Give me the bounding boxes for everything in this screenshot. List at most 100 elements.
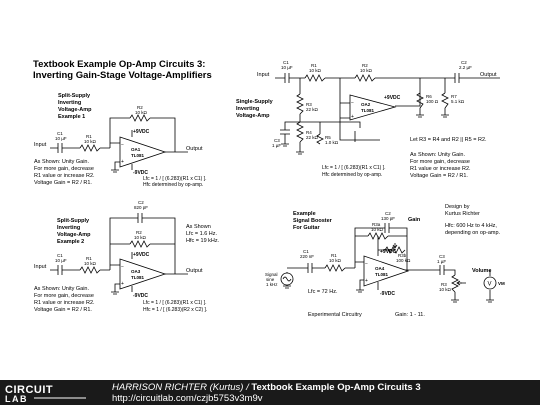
svg-text:Single-Supply Inverting: Single-Supply Inverting Voltage-Amp [236, 99, 274, 119]
svg-text:Output: Output [186, 268, 203, 274]
circuitlab-logo: CIRCUIT LAB [5, 384, 86, 403]
svg-text:10 kΩ: 10 kΩ [371, 227, 384, 232]
circuit-2: Single-Supply Inverting Voltage-Amp − + … [236, 60, 500, 179]
svg-text:TL081: TL081 [361, 108, 375, 113]
svg-text:−: − [365, 261, 368, 267]
svg-text:CIRCUIT: CIRCUIT [5, 384, 53, 396]
svg-text:Input: Input [257, 72, 270, 78]
schematic-canvas: Textbook Example Op-Amp Circuits 3: Inve… [33, 59, 505, 318]
svg-text:100 kΩ: 100 kΩ [396, 258, 411, 263]
svg-text:−: − [121, 142, 124, 148]
circuit-1-name: Example 1 [58, 114, 85, 120]
circuit-1-name: Voltage-Amp [58, 107, 92, 113]
svg-text:C1: C1 [57, 253, 63, 258]
title-line-2: Inverting Gain-Stage Voltage-Amplifiers [33, 70, 212, 81]
svg-text:R3: R3 [441, 282, 447, 287]
circuit-1-name: Inverting [58, 100, 81, 106]
svg-text:−: − [121, 264, 124, 270]
svg-text:R3b: R3b [398, 253, 407, 258]
svg-text:As Shown: Unity Gain. Fo: As Shown: Unity Gain. For more gain, dec… [34, 286, 96, 313]
footer-circuit-title[interactable]: Textbook Example Op-Amp Circuits 3 [251, 382, 421, 393]
svg-text:As Shown: Unity Gain. Fo: As Shown: Unity Gain. For more gain, dec… [34, 159, 96, 186]
svg-text:+: + [121, 281, 124, 287]
circuit-1: Split-Supply Inverting Voltage-Amp Examp… [34, 93, 207, 188]
svg-text:+: + [121, 159, 124, 165]
svg-text:OA4: OA4 [375, 266, 385, 271]
svg-text:+9VDC: +9VDC [380, 249, 397, 255]
c1-input-label: Input [34, 142, 47, 148]
svg-text:Signal sine 1 kHz: Signal sine 1 kHz [265, 272, 279, 287]
svg-text:TL081: TL081 [375, 272, 389, 277]
footer-bar: CIRCUIT LAB HARRISON RICHTER (Kurtus) / … [0, 380, 540, 405]
svg-text:100 Ω: 100 Ω [426, 99, 439, 104]
svg-text:R5: R5 [325, 135, 331, 140]
svg-text:+9VDC: +9VDC [133, 252, 150, 258]
svg-text:R7: R7 [451, 94, 457, 99]
svg-text:VM: VM [498, 281, 505, 286]
opamp-oa1 [119, 136, 167, 168]
svg-text:Design by Kurtus Richter: Design by Kurtus Richter [445, 204, 480, 217]
svg-text:5.1 kΩ: 5.1 kΩ [451, 99, 465, 104]
svg-text:R4: R4 [306, 130, 312, 135]
svg-text:R2: R2 [362, 63, 368, 68]
svg-text:22 kΩ: 22 kΩ [306, 107, 319, 112]
svg-text:R6: R6 [426, 94, 432, 99]
footer-author-line: HARRISON RICHTER (Kurtus) / Textbook Exa… [112, 382, 421, 393]
svg-text:10 kΩ: 10 kΩ [329, 258, 342, 263]
svg-text:820 pF: 820 pF [134, 205, 148, 210]
svg-text:R2: R2 [136, 230, 142, 235]
footer-author: HARRISON RICHTER (Kurtus) / [112, 382, 249, 393]
svg-text:10 kΩ: 10 kΩ [309, 68, 322, 73]
svg-text:LAB: LAB [5, 394, 28, 403]
svg-text:10 µF: 10 µF [55, 136, 67, 141]
svg-text:C2: C2 [385, 211, 391, 216]
svg-text:10 kΩ: 10 kΩ [84, 139, 97, 144]
svg-text:As Shown: Unity Gain. Fo: As Shown: Unity Gain. For more gain, dec… [410, 152, 472, 179]
svg-text:R2: R2 [137, 105, 143, 110]
svg-text:C2: C2 [461, 60, 467, 65]
svg-text:OA3: OA3 [131, 269, 141, 274]
svg-text:+9VDC: +9VDC [133, 129, 150, 135]
svg-text:Gain: 1 - 11.: Gain: 1 - 11. [395, 312, 425, 318]
svg-text:R1: R1 [86, 256, 92, 261]
svg-text:V: V [488, 282, 492, 288]
svg-text:130 pF: 130 pF [381, 216, 395, 221]
svg-text:Gain: Gain [408, 217, 421, 223]
svg-text:22 kΩ: 22 kΩ [306, 135, 319, 140]
svg-text:Lfc = 72 Hz.: Lfc = 72 Hz. [308, 289, 338, 295]
svg-text:Example Signal Booster: Example Signal Booster For Guitar [293, 211, 333, 231]
svg-text:-9VDC: -9VDC [133, 170, 148, 176]
svg-text:10 kΩ: 10 kΩ [439, 287, 452, 292]
resistor-r2 [129, 114, 151, 122]
title-line-1: Textbook Example Op-Amp Circuits 3: [33, 59, 205, 70]
svg-text:R1: R1 [86, 134, 92, 139]
svg-text:R1: R1 [331, 253, 337, 258]
svg-text:1.0 kΩ: 1.0 kΩ [325, 140, 339, 145]
svg-text:R1: R1 [311, 63, 317, 68]
svg-text:Output: Output [480, 72, 497, 78]
svg-text:TL081: TL081 [131, 153, 145, 158]
svg-text:-9VDC: -9VDC [380, 291, 395, 297]
svg-text:Experimental Circuitry: Experimental Circuitry [308, 312, 362, 318]
svg-text:C1: C1 [303, 249, 309, 254]
svg-text:Volume: Volume [472, 268, 491, 274]
svg-text:1 µF: 1 µF [272, 143, 281, 148]
circuit-4: Example Signal Booster For Guitar Design… [265, 204, 505, 318]
svg-text:TL081: TL081 [131, 275, 145, 280]
svg-text:C3: C3 [439, 254, 445, 259]
svg-text:Let R3 = R4 and R2 || R5 = R2.: Let R3 = R4 and R2 || R5 = R2. [410, 137, 487, 143]
circuit-1-name: Split-Supply [58, 93, 91, 99]
svg-text:C2: C2 [138, 200, 144, 205]
svg-text:10 kΩ: 10 kΩ [134, 235, 147, 240]
resistor-r1 [79, 144, 101, 152]
circuit-3: Split-Supply Inverting Voltage-Amp Examp… [34, 200, 220, 313]
svg-text:Lfc = 1 / [ (6.283)(R1 x C1) ]: Lfc = 1 / [ (6.283)(R1 x C1) ]. Hfc dete… [322, 165, 387, 178]
svg-text:+: + [365, 278, 368, 284]
svg-text:R3: R3 [306, 102, 312, 107]
svg-text:+9VDC: +9VDC [384, 95, 401, 101]
footer-url[interactable]: http://circuitlab.com/czjb5753v3m9v [112, 393, 263, 404]
svg-text:1 µF: 1 µF [437, 259, 446, 264]
svg-text:As Shown Lfc = 1.6 Hz.: As Shown Lfc = 1.6 Hz. Hfc = 19 kHz. [186, 224, 220, 244]
svg-text:−: − [351, 100, 354, 106]
svg-text:C1: C1 [57, 131, 63, 136]
